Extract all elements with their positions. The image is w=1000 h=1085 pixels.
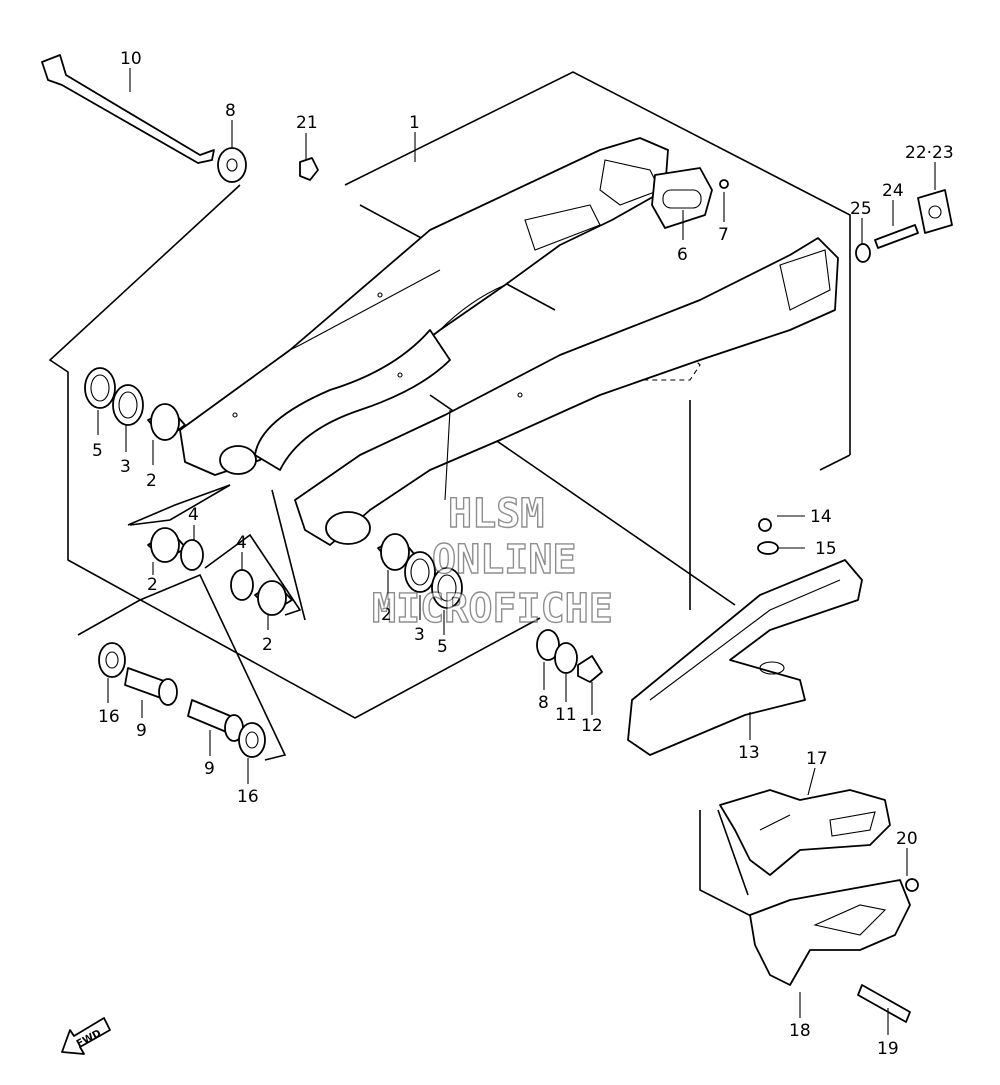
spacers [98, 642, 266, 758]
watermark-line-3: MICROFICHE [372, 586, 613, 632]
callout-3-right: 3 [414, 625, 425, 645]
callout-4-mid: 4 [236, 533, 247, 553]
callout-6: 6 [677, 245, 688, 265]
callout-3-left: 3 [120, 457, 131, 477]
callout-19: 19 [877, 1039, 899, 1059]
watermark: HLSM ONLINE MICROFICHE [371, 490, 613, 632]
callout-13: 13 [738, 743, 760, 763]
callout-11: 11 [555, 705, 577, 725]
callout-16-left: 16 [98, 707, 120, 727]
callout-1: 1 [409, 113, 420, 133]
callout-2-right: 2 [381, 605, 392, 625]
callout-14: 14 [810, 507, 832, 527]
top-hardware [217, 147, 953, 263]
callout-2-left: 2 [146, 471, 157, 491]
callout-9-right: 9 [204, 759, 215, 779]
watermark-line-2: ONLINE [432, 537, 577, 583]
callout-16-right: 16 [237, 787, 259, 807]
left-bearings [84, 367, 293, 616]
callout-9-left: 9 [136, 721, 147, 741]
leader-lines [97, 68, 936, 1035]
callout-4-left: 4 [188, 505, 199, 525]
callout-2-lower: 2 [262, 635, 273, 655]
right-bearings [377, 533, 603, 683]
callout-22-23: 22·23 [905, 143, 954, 163]
callout-labels: 10 8 21 1 22·23 24 25 7 6 5 3 2 4 2 4 2 … [92, 49, 954, 1059]
callout-8-bottom: 8 [538, 693, 549, 713]
callout-8-top: 8 [225, 101, 236, 121]
callout-15: 15 [815, 539, 837, 559]
callout-17: 17 [806, 749, 828, 769]
callout-10: 10 [120, 49, 142, 69]
callout-7: 7 [718, 225, 729, 245]
pivot-bolt [41, 54, 215, 164]
chain-guide [719, 789, 919, 1023]
callout-20: 20 [896, 829, 918, 849]
callout-5-right: 5 [437, 637, 448, 657]
callout-21: 21 [296, 113, 318, 133]
swingarm-body [179, 137, 839, 546]
callout-5-left: 5 [92, 441, 103, 461]
chain-slider [627, 518, 863, 756]
fwd-arrow-icon: FWD [61, 1017, 111, 1055]
callout-24: 24 [882, 181, 904, 201]
callout-12: 12 [581, 716, 603, 736]
callout-2-mid: 2 [147, 575, 158, 595]
callout-25: 25 [850, 199, 872, 219]
callout-18: 18 [789, 1021, 811, 1041]
watermark-line-1: HLSM [448, 491, 544, 537]
